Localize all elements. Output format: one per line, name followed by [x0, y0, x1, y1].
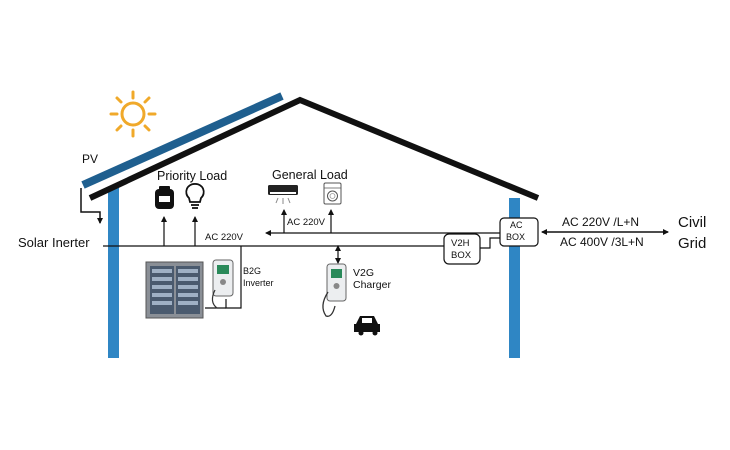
rice-cooker-icon	[155, 186, 174, 209]
v2g-label-2: Charger	[353, 279, 391, 291]
b2g-wire	[225, 246, 242, 309]
civil-grid-label-1: Civil	[678, 214, 707, 231]
ac-box-label-2: BOX	[506, 232, 526, 242]
grid-spec-label-1: AC 220V /L+N	[562, 215, 640, 229]
ac-box	[499, 217, 539, 247]
v2g-charger-icon	[322, 263, 347, 317]
b2g-label-1: B2G	[243, 266, 262, 276]
b2g-label-2: Inverter	[243, 278, 274, 288]
v2h-box-label-1: V2H	[451, 238, 470, 249]
pv-label: PV	[82, 152, 99, 166]
battery-cabinet-icon	[145, 261, 204, 319]
pv-panel	[81, 92, 284, 189]
general-ac-bus-label: AC 220V	[287, 217, 326, 228]
light-bulb-icon	[185, 183, 205, 209]
v2g-label-1: V2G	[353, 267, 375, 279]
house-wall-right	[509, 198, 520, 358]
v2h-to-acbox-wire	[480, 237, 500, 249]
air-conditioner-icon	[268, 185, 298, 204]
b2g-inverter-icon	[211, 259, 234, 309]
main-ac-bus-label: AC 220V	[205, 232, 244, 243]
solar-inverter-label: Solar Inerter	[18, 235, 90, 250]
priority-load-label: Priority Load	[157, 169, 228, 183]
v2h-box	[443, 233, 481, 265]
washing-machine-icon	[323, 182, 342, 205]
v2h-box-label-2: BOX	[451, 250, 472, 261]
house-wall-left	[108, 188, 119, 358]
house-roof	[88, 96, 540, 201]
pv-wire	[80, 188, 103, 224]
grid-spec-label-2: AC 400V /3L+N	[560, 235, 644, 249]
sun-icon	[109, 90, 157, 138]
general-load-label: General Load	[272, 168, 348, 182]
civil-grid-label-2: Grid	[678, 235, 707, 252]
car-icon	[354, 316, 380, 336]
ac-box-label-1: AC	[510, 220, 523, 230]
